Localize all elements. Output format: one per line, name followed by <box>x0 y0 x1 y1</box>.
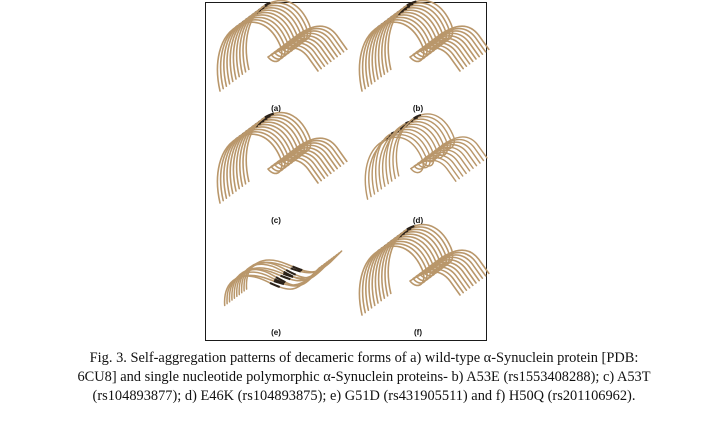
figure-caption: Fig. 3. Self-aggregation patterns of dec… <box>0 349 728 406</box>
panel-c: (c) <box>210 111 348 225</box>
fibril-strand <box>245 0 348 71</box>
panel-b: (b) <box>352 0 490 113</box>
fibril-strand <box>395 113 488 177</box>
panel-d: (d) <box>352 112 488 225</box>
panel-label: (b) <box>412 104 424 113</box>
fibril-structure-image <box>358 0 490 92</box>
fibril-strand <box>236 257 333 298</box>
fibril-strand <box>245 250 343 290</box>
panel-label: (c) <box>271 216 281 225</box>
panel-e: (e) <box>210 229 343 337</box>
fibril-structure-image <box>364 112 488 200</box>
fibril-strand <box>387 0 490 71</box>
caption-line: (rs104893877); d) E46K (rs104893875); e)… <box>92 388 636 404</box>
panel-label: (d) <box>412 216 424 225</box>
fibril-structure-image <box>216 111 348 204</box>
panel-label: (e) <box>271 328 281 337</box>
fibril-strand <box>240 253 338 294</box>
panel-a: (a) <box>210 0 348 113</box>
caption-line: 6CU8] and single nucleotide polymorphic … <box>77 369 651 385</box>
fibril-strand <box>226 264 323 305</box>
fibril-strand <box>387 223 490 295</box>
panel-label: (f) <box>414 328 422 337</box>
fibril-strand <box>231 261 328 301</box>
panel-f: (f) <box>352 223 490 337</box>
fibril-strand <box>245 111 348 183</box>
beta-sheet-highlight <box>233 259 331 299</box>
figure-frame: (a) (b) (c) (d) (e) (f) <box>205 0 490 341</box>
fibril-structure-image <box>216 0 348 92</box>
fibril-structure-image <box>223 250 343 307</box>
caption-line: Fig. 3. Self-aggregation patterns of dec… <box>89 350 639 366</box>
fibril-strand <box>233 259 331 299</box>
panel-label: (a) <box>271 104 281 113</box>
fibril-structure-image <box>358 223 490 316</box>
